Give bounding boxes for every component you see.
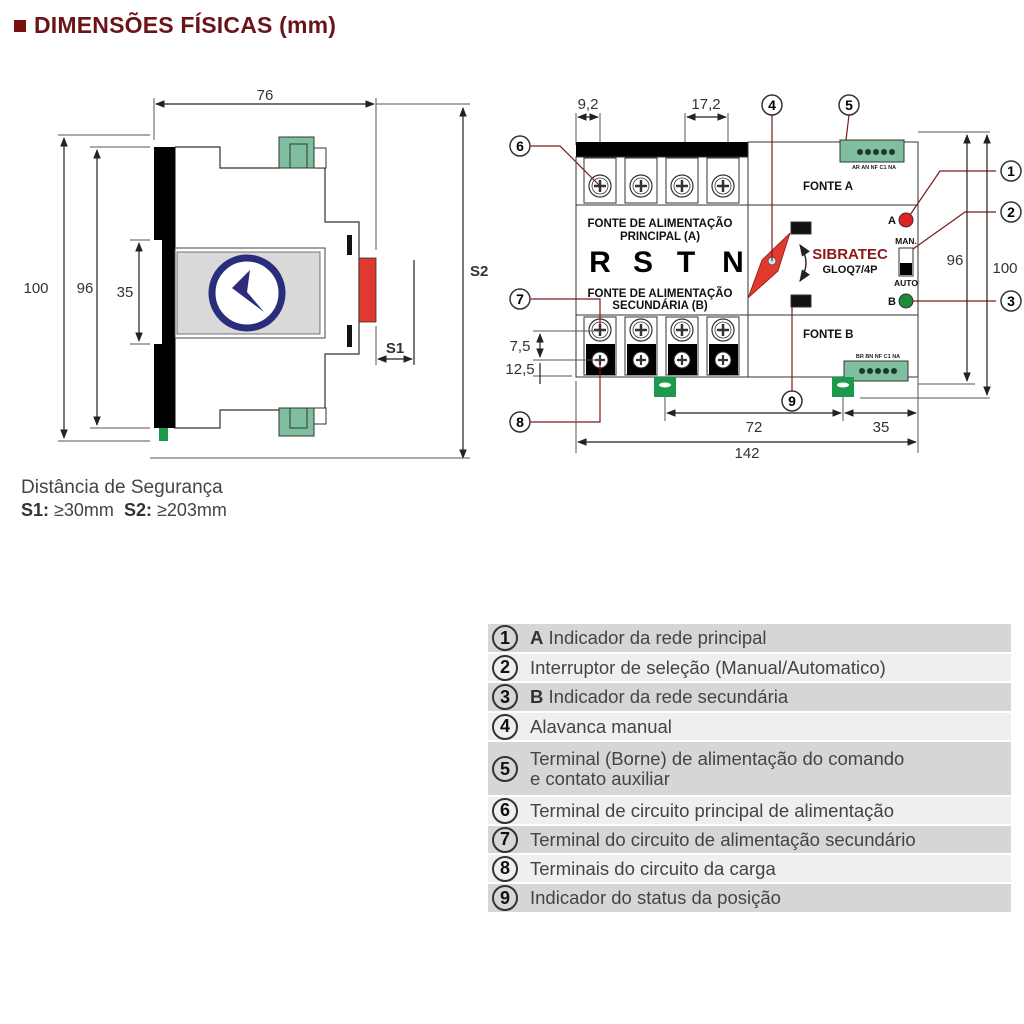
s1-value: ≥30mm bbox=[54, 500, 114, 520]
s2-value: ≥203mm bbox=[156, 500, 227, 520]
phase-s: S bbox=[633, 246, 653, 279]
label-principal-l2: PRINCIPAL (A) bbox=[620, 231, 700, 243]
switch-man-label: MAN. bbox=[895, 236, 917, 246]
rotate-arrow-icon bbox=[799, 244, 810, 282]
legend-item: 7 Terminal do circuito de alimentação se… bbox=[488, 826, 1011, 853]
legend-number-icon: 4 bbox=[492, 713, 518, 740]
s1-label: S1: bbox=[21, 500, 50, 520]
dim-height-96: 96 bbox=[77, 280, 94, 297]
phase-r: R bbox=[589, 246, 611, 279]
dim-35: 35 bbox=[873, 419, 890, 436]
indicator-a-lamp bbox=[898, 212, 914, 228]
callout-2: 2 bbox=[1007, 204, 1015, 220]
s2-label: S2: bbox=[123, 500, 152, 520]
callout-1: 1 bbox=[1007, 163, 1015, 179]
legend-item: 4 Alavanca manual bbox=[488, 713, 1011, 740]
safety-title: Distância de Segurança bbox=[21, 477, 223, 498]
position-status-window-bottom bbox=[790, 294, 812, 308]
dim-s1: S1 bbox=[386, 340, 404, 357]
side-view-diagram: 76 S2 100 96 35 S1 bbox=[23, 87, 488, 459]
label-term-top: AR AN NF C1 NA bbox=[852, 165, 896, 171]
position-status-window-top bbox=[790, 221, 812, 235]
brand-name: SIBRATEC bbox=[812, 246, 888, 263]
dim-142: 142 bbox=[734, 445, 759, 462]
callout-7: 7 bbox=[516, 291, 524, 307]
title-bullet-icon bbox=[14, 19, 26, 32]
page-title: DIMENSÕES FÍSICAS (mm) bbox=[14, 12, 336, 39]
callout-6: 6 bbox=[516, 138, 524, 154]
dim-terminal-pitch: 17,2 bbox=[691, 96, 720, 113]
label-secundaria-l1: FONTE DE ALIMENTAÇÃO bbox=[587, 287, 732, 300]
legend-text: Indicador do status da posição bbox=[530, 887, 781, 908]
callout-9: 9 bbox=[788, 393, 796, 409]
callout-4: 4 bbox=[768, 97, 776, 113]
dim-front-96: 96 bbox=[947, 252, 964, 269]
legend-bold: A bbox=[530, 627, 544, 648]
legend-item: 9 Indicador do status da posição bbox=[488, 884, 1011, 912]
legend-number-icon: 8 bbox=[492, 855, 518, 882]
legend-text: Interruptor de seleção (Manual/Automatic… bbox=[530, 656, 886, 678]
legend-number-icon: 6 bbox=[492, 797, 518, 824]
indicator-a-label: A bbox=[888, 215, 896, 227]
aux-terminal-top-icon bbox=[839, 139, 905, 163]
label-principal-l1: FONTE DE ALIMENTAÇÃO bbox=[587, 217, 732, 230]
dim-72: 72 bbox=[746, 419, 763, 436]
legend-number-icon: 9 bbox=[492, 885, 518, 911]
label-fonte-a: FONTE A bbox=[803, 181, 853, 193]
legend-text: Terminal (Borne) de alimentação do coman… bbox=[530, 747, 905, 769]
safety-distance: Distância de Segurança S1: ≥30mm S2: ≥20… bbox=[21, 477, 227, 521]
legend-number-icon: 2 bbox=[492, 654, 518, 681]
callout-5: 5 bbox=[845, 97, 853, 113]
phase-t: T bbox=[677, 246, 695, 279]
legend-number-icon: 3 bbox=[492, 684, 518, 710]
legend-text: Terminais do circuito da carga bbox=[530, 857, 776, 879]
dim-front-100: 100 bbox=[992, 260, 1017, 277]
model-name: GLOQ7/4P bbox=[822, 264, 877, 276]
legend-item: 3 B Indicador da rede secundária bbox=[488, 683, 1011, 711]
front-view-diagram: 9,2 17,2 FONTE DE ALIMENTAÇÃO PRINCIPAL … bbox=[505, 94, 1022, 462]
indicator-b-lamp bbox=[898, 293, 914, 309]
manual-lever-icon[interactable] bbox=[747, 232, 791, 299]
indicator-b-label: B bbox=[888, 296, 896, 308]
legend-item: 6 Terminal de circuito principal de alim… bbox=[488, 797, 1011, 824]
legend-number-icon: 5 bbox=[492, 755, 518, 782]
phase-n: N bbox=[722, 246, 744, 279]
dim-width-76: 76 bbox=[257, 87, 274, 104]
switch-auto-label: AUTO bbox=[894, 278, 918, 288]
legend-item: 2 Interruptor de seleção (Manual/Automat… bbox=[488, 654, 1011, 681]
dim-7-5: 7,5 bbox=[510, 338, 531, 355]
legend-number-icon: 1 bbox=[492, 625, 518, 651]
legend-text: Terminal de circuito principal de alimen… bbox=[530, 799, 895, 821]
dim-s2: S2 bbox=[470, 263, 488, 280]
dim-terminal-offset: 9,2 bbox=[578, 96, 599, 113]
legend-item: 8 Terminais do circuito da carga bbox=[488, 855, 1011, 882]
legend-item: 5 Terminal (Borne) de alimentação do com… bbox=[488, 742, 1011, 795]
label-secundaria-l2: SECUNDÁRIA (B) bbox=[612, 299, 708, 312]
callout-8: 8 bbox=[516, 414, 524, 430]
legend-text: Indicador da rede principal bbox=[543, 627, 767, 648]
dim-height-100: 100 bbox=[23, 280, 48, 297]
dim-12-5: 12,5 bbox=[505, 361, 534, 378]
legend-number-icon: 7 bbox=[492, 826, 518, 853]
legend-bold: B bbox=[530, 686, 544, 707]
callout-3: 3 bbox=[1007, 293, 1015, 309]
lever-side-icon bbox=[358, 257, 377, 323]
label-term-bottom: BR BN NF C1 NA bbox=[856, 354, 900, 360]
label-fonte-b: FONTE B bbox=[803, 329, 853, 341]
legend-text: Alavanca manual bbox=[530, 715, 672, 737]
legend-text-line2: e contato auxiliar bbox=[530, 767, 670, 789]
title-text: DIMENSÕES FÍSICAS (mm) bbox=[34, 12, 337, 38]
legend-item: 1 A Indicador da rede principal bbox=[488, 624, 1011, 652]
legend-text: Terminal do circuito de alimentação secu… bbox=[530, 828, 916, 850]
dim-rail-35: 35 bbox=[117, 284, 134, 301]
legend-list: 1 A Indicador da rede principal 2 Interr… bbox=[488, 624, 1011, 914]
legend-text: Indicador da rede secundária bbox=[543, 686, 789, 707]
